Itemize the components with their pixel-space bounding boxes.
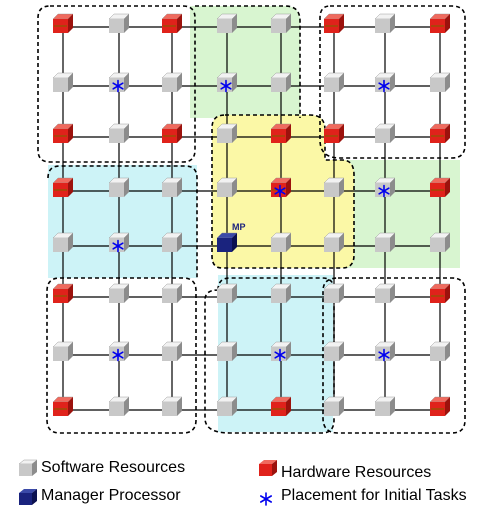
software-resource-cube	[216, 72, 238, 92]
hardware-resource-cube	[429, 283, 451, 303]
software-resource-cube	[374, 283, 396, 303]
software-resource-cube	[52, 341, 74, 361]
software-resource-cube	[161, 396, 183, 416]
hardware-resource-cube	[429, 123, 451, 143]
cluster-outline-top-middle	[195, 5, 301, 118]
hardware-resource-cube	[429, 13, 451, 33]
cluster-outline-bottom-right	[322, 277, 466, 434]
software-resource-cube	[374, 177, 396, 197]
hardware-resource-cube	[161, 13, 183, 33]
manager-processor-label: MP	[232, 222, 246, 232]
cluster-outline-bottom-left	[46, 277, 197, 434]
hardware-resource-cube	[52, 283, 74, 303]
software-resource-cube	[270, 232, 292, 252]
placement-asterisk	[274, 184, 286, 198]
hardware-resource-cube	[161, 123, 183, 143]
hardware-resource-cube	[52, 396, 74, 416]
software-resource-cube	[216, 396, 238, 416]
software-resource-cube	[323, 72, 345, 92]
legend-hardware-label: Hardware Resources	[281, 464, 432, 481]
region-cyan-left	[48, 165, 197, 278]
software-resource-cube	[216, 13, 238, 33]
hardware-resource-cube	[270, 396, 292, 416]
software-resource-cube	[374, 232, 396, 252]
cluster-outline-top-right	[319, 5, 466, 159]
software-resource-cube	[52, 232, 74, 252]
software-resource-cube	[216, 341, 238, 361]
hardware-resource-cube	[323, 13, 345, 33]
software-resource-cube	[429, 232, 451, 252]
gray-cube-icon	[18, 459, 38, 476]
software-resource-cube	[374, 341, 396, 361]
manager-processor-cube	[216, 232, 238, 252]
software-resource-cube	[374, 396, 396, 416]
legend-manager-label: Manager Processor	[41, 487, 181, 504]
navy-cube-icon	[19, 489, 37, 505]
software-resource-cube	[216, 283, 238, 303]
software-resource-cube	[374, 72, 396, 92]
software-resource-cube	[270, 72, 292, 92]
software-resource-cube	[161, 177, 183, 197]
placement-asterisk	[112, 348, 124, 362]
software-resource-cube	[108, 341, 130, 361]
software-resource-cube	[108, 396, 130, 416]
software-resource-cube	[374, 123, 396, 143]
hardware-resource-cube	[429, 177, 451, 197]
cluster-outline-center	[211, 114, 355, 269]
hardware-resource-cube	[323, 123, 345, 143]
software-resource-cube	[108, 283, 130, 303]
placement-asterisk	[378, 79, 390, 93]
software-resource-cube	[429, 72, 451, 92]
software-resource-cube	[161, 283, 183, 303]
software-resource-cube	[270, 341, 292, 361]
cluster-regions	[48, 6, 460, 432]
software-resource-cube	[108, 72, 130, 92]
software-resource-cube	[52, 72, 74, 92]
cluster-outline-top-left	[37, 5, 196, 163]
software-resource-cube	[270, 283, 292, 303]
legend-software-label: Software Resources	[41, 459, 186, 476]
software-resource-cube	[161, 72, 183, 92]
placement-asterisk	[220, 79, 232, 93]
hardware-resource-cube	[52, 177, 74, 197]
cluster-outlines	[37, 5, 466, 434]
software-resource-cube	[429, 341, 451, 361]
software-resource-cube	[161, 341, 183, 361]
hardware-resource-cube	[52, 123, 74, 143]
software-resource-cube	[270, 13, 292, 33]
placement-asterisk	[378, 348, 390, 362]
mesh-nodes	[52, 13, 451, 416]
software-resource-cube	[374, 13, 396, 33]
software-resource-cube	[108, 232, 130, 252]
software-resource-cube	[323, 341, 345, 361]
placement-asterisk	[112, 239, 124, 253]
software-resource-cube	[108, 123, 130, 143]
software-resource-cube	[161, 232, 183, 252]
hardware-resource-cube	[429, 396, 451, 416]
software-resource-cube	[323, 177, 345, 197]
hardware-resource-cube	[270, 123, 292, 143]
red-cube-icon	[259, 460, 277, 476]
software-resource-cube	[216, 123, 238, 143]
legend-placement-label: Placement for Initial Tasks	[281, 487, 467, 504]
software-resource-cube	[108, 13, 130, 33]
software-resource-cube	[323, 283, 345, 303]
placement-asterisk	[378, 184, 390, 198]
hardware-resource-cube	[270, 177, 292, 197]
placement-asterisk	[274, 348, 286, 362]
placement-asterisk	[112, 79, 124, 93]
hardware-resource-cube	[52, 13, 74, 33]
software-resource-cube	[108, 177, 130, 197]
software-resource-cube	[323, 396, 345, 416]
software-resource-cube	[216, 177, 238, 197]
software-resource-cube	[323, 232, 345, 252]
blue-asterisk-icon	[259, 492, 272, 506]
